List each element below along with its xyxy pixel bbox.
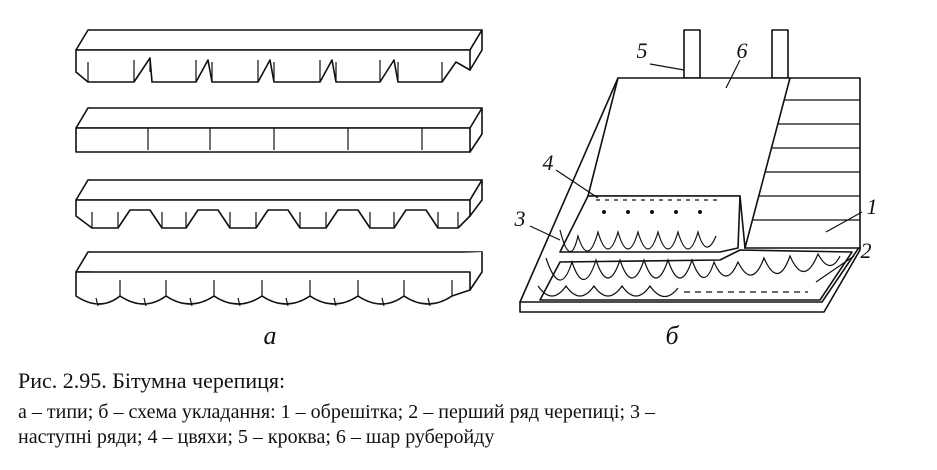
figure-caption: Рис. 2.95. Бітумна черепиця: а – типи; б… [18, 368, 928, 450]
callout-3: 3 [514, 206, 526, 231]
caption-body: а – типи; б – схема укладання: 1 – обреш… [18, 400, 928, 450]
shingle-strip-scalloped [75, 251, 483, 307]
callout-1: 1 [867, 194, 878, 219]
shingle-strip-trapezoid [75, 29, 483, 83]
laying-scheme [519, 29, 861, 313]
callout-4: 4 [543, 150, 554, 175]
callout-5: 5 [637, 38, 648, 63]
subfig-b-label: б [665, 321, 679, 350]
callout-2: 2 [861, 238, 872, 263]
leader-1 [825, 211, 863, 233]
caption-title: Рис. 2.95. Бітумна черепиця: [18, 368, 286, 393]
nails [596, 199, 720, 214]
callout-6: 6 [737, 38, 748, 63]
leader-3 [529, 225, 561, 241]
leader-4 [555, 169, 599, 199]
subfig-a-label: а [264, 321, 277, 350]
leader-2 [815, 255, 855, 283]
caption-line-2: наступні ряди; 4 – цвяхи; 5 – кроква; 6 … [18, 426, 495, 448]
shingle-strip-rectangular [75, 107, 483, 153]
leader-6 [725, 59, 741, 89]
shingle-strip-hexagonal [75, 179, 483, 229]
leader-5 [649, 63, 685, 71]
caption-line-1: а – типи; б – схема укладання: 1 – обреш… [18, 401, 656, 423]
